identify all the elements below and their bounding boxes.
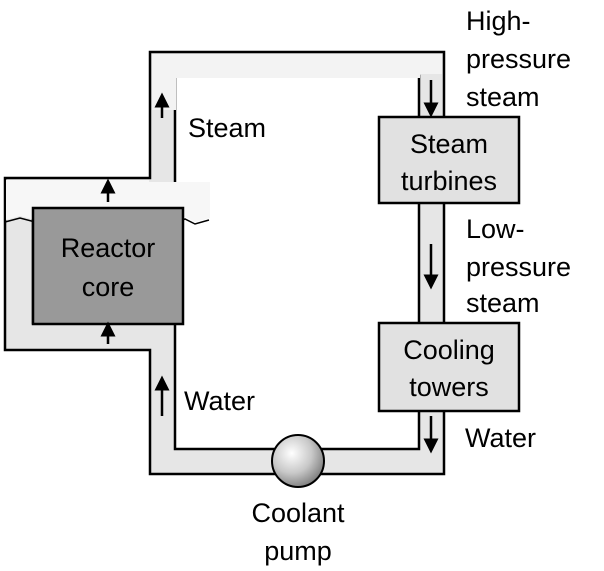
water-right-label: Water (465, 423, 536, 453)
coolant-pump-label-line1: Coolant (251, 498, 345, 528)
steam-turbines-label-line2: turbines (401, 166, 497, 196)
high-pressure-steam-line2: pressure (466, 44, 571, 74)
flow-arrows (100, 80, 439, 454)
high-pressure-steam-line3: steam (466, 82, 540, 112)
low-pressure-steam-label: Low- pressure steam (466, 214, 571, 318)
top-pipe-steam (152, 54, 442, 110)
high-pressure-steam-line1: High- (466, 6, 531, 36)
steam-turbines-label-line1: Steam (410, 129, 488, 159)
coolant-pump-label: Coolant pump (251, 498, 345, 566)
cooling-towers-label: Cooling towers (403, 335, 495, 402)
reactor-core-box (31, 206, 185, 326)
reactor-core-label-line1: Reactor (61, 233, 156, 263)
cooling-towers-label-line2: towers (409, 372, 489, 402)
reactor-core-label-line2: core (82, 272, 135, 302)
low-pressure-steam-line2: pressure (466, 252, 571, 282)
low-pressure-steam-line3: steam (466, 288, 540, 318)
steam-turbines-box (377, 115, 521, 205)
cooling-towers-label-line1: Cooling (403, 335, 495, 365)
high-pressure-steam-label: High- pressure steam (466, 6, 571, 112)
water-left-label: Water (184, 386, 255, 416)
steam-label: Steam (188, 113, 266, 143)
cooling-towers-box (377, 321, 521, 413)
coolant-pump-icon (271, 434, 325, 488)
reactor-core-label: Reactor core (61, 233, 156, 302)
steam-turbines-label: Steam turbines (401, 129, 497, 196)
coolant-pump-label-line2: pump (264, 536, 332, 566)
low-pressure-steam-line1: Low- (466, 214, 525, 244)
